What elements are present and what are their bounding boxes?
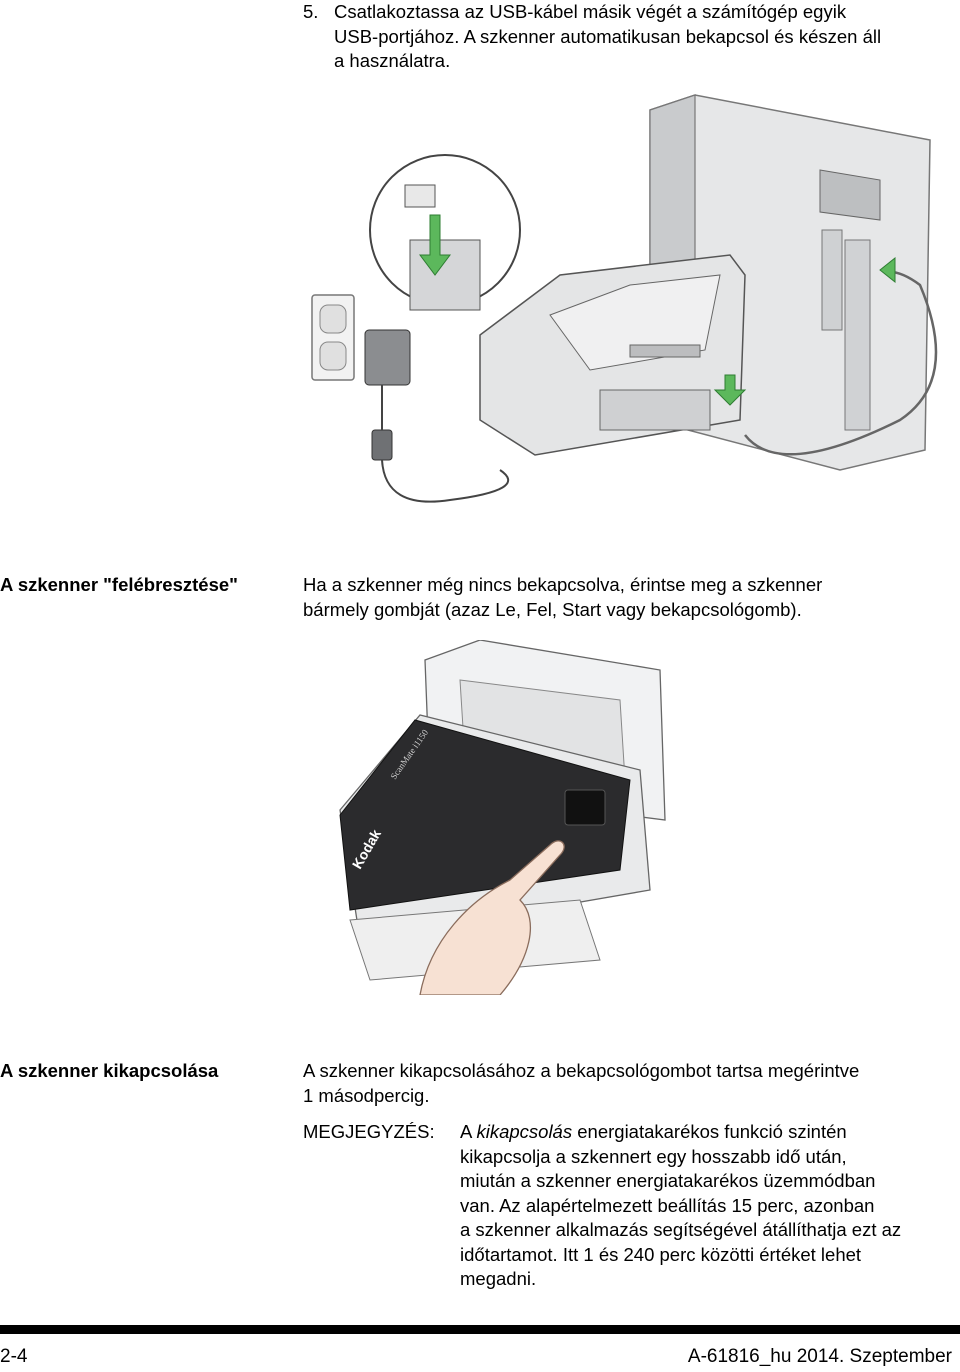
note-line: miután a szkenner energiatakarékos üzemm… [460, 1170, 876, 1191]
connection-illustration [311, 94, 938, 503]
wall-outlet [311, 294, 355, 381]
note-line: van. Az alapértelmezett beállítás 15 per… [460, 1194, 875, 1216]
wake-label: A szkenner "felébresztése" [0, 574, 238, 595]
shutdown-label: A szkenner kikapcsolása [0, 1060, 219, 1081]
document-id: A-61816_hu 2014. Szeptember [687, 1346, 952, 1367]
note-label: MEGJEGYZÉS: [303, 1121, 435, 1142]
note-body: A kikapcsolás energiatakarékos funkció s… [460, 1120, 955, 1292]
wake-line: Ha a szkenner még nincs bekapcsolva, éri… [303, 574, 823, 595]
note-line-first: A kikapcsolás energiatakarékos funkció s… [460, 1120, 955, 1145]
scanner-touch-illustration: Kodak ScanMate i1150 [339, 640, 666, 995]
shutdown-line: A szkenner kikapcsolásához a bekapcsológ… [303, 1060, 860, 1081]
note-line: a szkenner alkalmazás segítségével átáll… [460, 1219, 902, 1240]
step-5: 5. Csatlakoztassa az USB-kábel másik vég… [303, 0, 943, 74]
step-number: 5. [303, 1, 319, 22]
page-number: 2-4 [0, 1346, 28, 1367]
plug-detail-circle [369, 154, 521, 311]
scanner-body: Kodak ScanMate i1150 [339, 714, 651, 941]
power-adapter [364, 329, 510, 503]
step-line: a használatra. [334, 50, 451, 71]
note-first-rest: energiatakarékos funkció szintén [572, 1121, 847, 1142]
shutdown-line: 1 másodpercig. [303, 1084, 430, 1106]
note-line: időtartamot. Itt 1 és 240 perc közötti é… [460, 1243, 862, 1265]
control-display [564, 789, 606, 826]
step-line: Csatlakoztassa az USB-kábel másik végét … [334, 1, 847, 22]
scanner-rear [479, 254, 747, 456]
wake-description: Ha a szkenner még nincs bekapcsolva, éri… [303, 573, 953, 622]
note-line: megadni. [460, 1268, 537, 1289]
step-line: USB-portjához. A szkenner automatikusan … [334, 25, 882, 47]
hand [419, 840, 565, 995]
note-italic-term: kikapcsolás [476, 1121, 573, 1142]
usb-cable [744, 270, 938, 456]
wake-line: bármely gombját (azaz Le, Fel, Start vag… [303, 598, 802, 620]
note-prefix: A [460, 1121, 477, 1142]
note-line: kikapcsolja a szkennert egy hosszabb idő… [460, 1145, 847, 1167]
shutdown-description: A szkenner kikapcsolásához a bekapcsológ… [303, 1059, 953, 1108]
footer-rule [0, 1325, 960, 1334]
